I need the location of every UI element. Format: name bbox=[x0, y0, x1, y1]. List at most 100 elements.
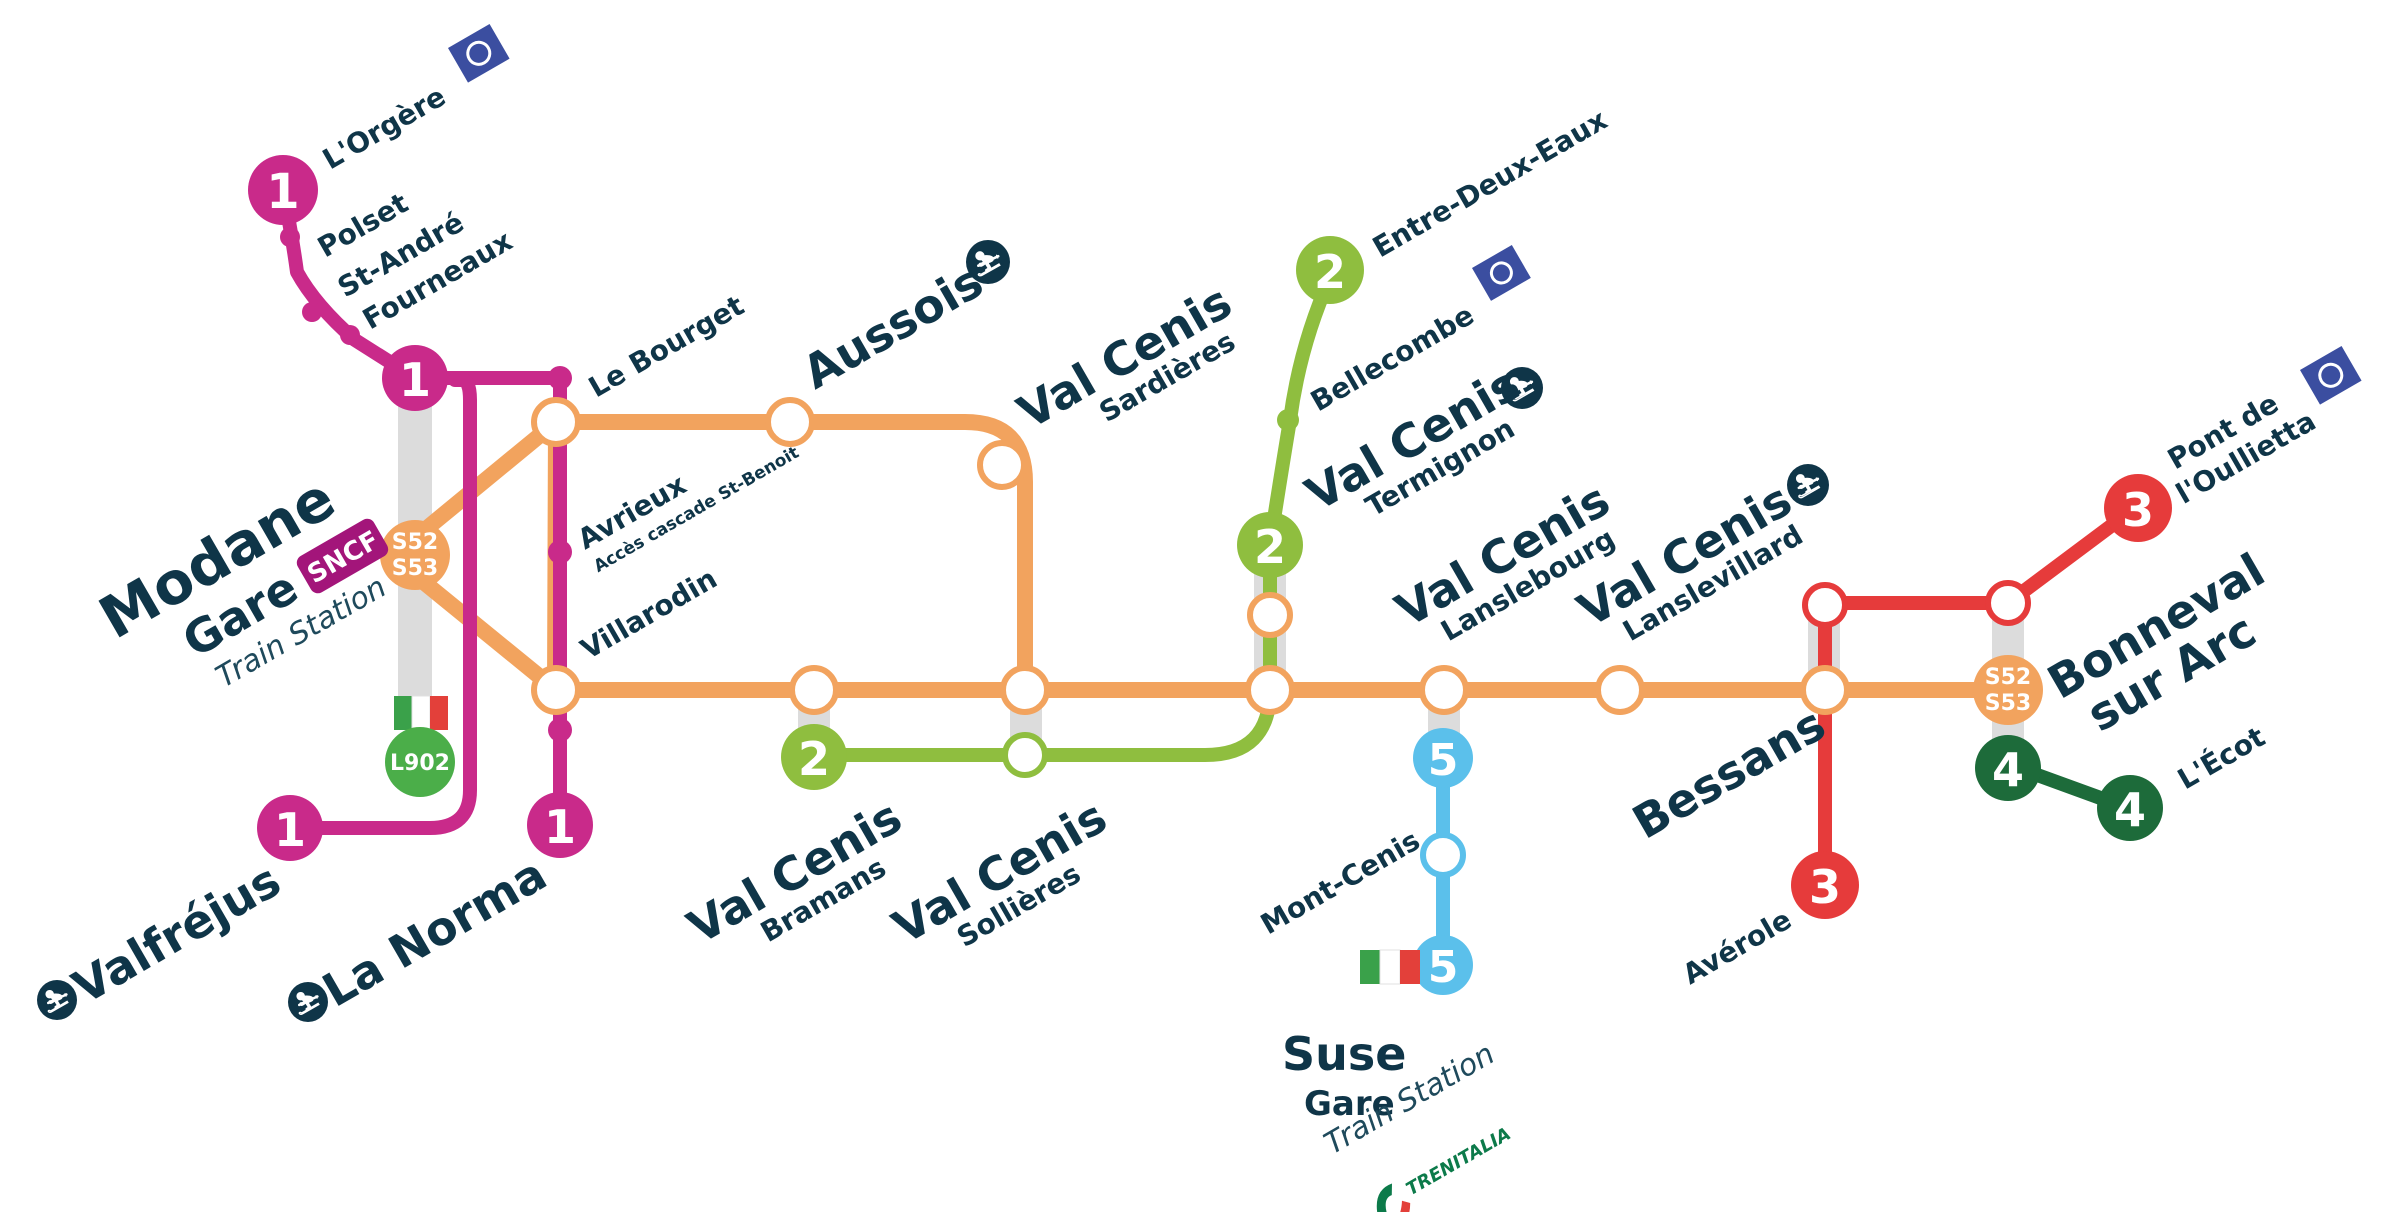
stop-le-bourget-dot[interactable] bbox=[548, 366, 572, 390]
italy-flag-icon bbox=[394, 695, 448, 731]
station-bramans-bus[interactable] bbox=[789, 665, 839, 715]
ski-lift-icon: ⛷ bbox=[288, 982, 328, 1022]
line-1-terminal-modane[interactable]: 1 bbox=[382, 345, 448, 411]
svg-text:Avérole: Avérole bbox=[1677, 903, 1797, 991]
station-sollieres-bus[interactable] bbox=[1000, 665, 1050, 715]
bus-badge-modane[interactable]: S52 S53 bbox=[380, 520, 450, 590]
svg-text:1: 1 bbox=[399, 353, 431, 407]
label-bonneval-sur-arc: Bonneval sur Arc bbox=[2039, 543, 2274, 742]
label-lecot: L'Écot bbox=[2172, 719, 2271, 796]
svg-text:Entre-Deux-Eaux: Entre-Deux-Eaux bbox=[1367, 103, 1613, 264]
label-averole: Avérole bbox=[1677, 903, 1797, 991]
stop-bellecombe-dot[interactable] bbox=[1277, 409, 1299, 431]
station-termignon-upper[interactable] bbox=[1247, 592, 1293, 638]
station-bessans-bus[interactable] bbox=[1800, 665, 1850, 715]
svg-text:1: 1 bbox=[274, 803, 306, 857]
station-villarodin-bus[interactable] bbox=[531, 665, 581, 715]
svg-text:2: 2 bbox=[798, 732, 830, 786]
bus-code-b: S53 bbox=[1985, 691, 2031, 716]
label-pont-de-loullietta: Pont de l'Oullietta bbox=[2162, 387, 2321, 511]
line-3-terminal-averole[interactable]: 3 bbox=[1791, 851, 1859, 919]
station-termignon-bus[interactable] bbox=[1245, 665, 1295, 715]
svg-text:⛷: ⛷ bbox=[294, 991, 322, 1017]
line-3-terminal-pont-de-loullietta[interactable]: 3 bbox=[2104, 474, 2172, 542]
interchange-shadows bbox=[398, 385, 2024, 760]
svg-text:⛷: ⛷ bbox=[1793, 473, 1822, 500]
label-la-norma: La Norma bbox=[314, 847, 556, 1018]
svg-text:⛷: ⛷ bbox=[1507, 376, 1536, 403]
stop-fourneaux-dot[interactable] bbox=[340, 325, 360, 345]
station-lanslevillard[interactable] bbox=[1595, 665, 1645, 715]
trenitalia-logo: TRENITALIA bbox=[1376, 1123, 1515, 1212]
svg-text:4: 4 bbox=[2114, 783, 2146, 837]
svg-text:5: 5 bbox=[1428, 942, 1459, 993]
line-1-terminal-lorgere[interactable]: 1 bbox=[248, 155, 318, 225]
ski-lift-icon: ⛷ bbox=[966, 240, 1010, 284]
national-park-icon bbox=[2300, 346, 2362, 405]
station-lanslebourg[interactable] bbox=[1419, 665, 1469, 715]
modane-station-block: Modane Gare SNCF Train Station bbox=[88, 464, 392, 695]
line-1-terminal-valfrejus[interactable]: 1 bbox=[257, 795, 323, 861]
stop-st-andre-dot[interactable] bbox=[302, 302, 322, 322]
line-5-terminal-suse[interactable]: 5 bbox=[1413, 935, 1473, 995]
label-val-cenis-sollieres: Val Cenis Sollières bbox=[884, 789, 1116, 954]
svg-text:Bessans: Bessans bbox=[1624, 697, 1835, 850]
line-2-terminal-entre-deux-eaux[interactable]: 2 bbox=[1296, 236, 1364, 304]
bus-badge-l902[interactable]: L902 bbox=[385, 727, 455, 797]
svg-text:TRENITALIA: TRENITALIA bbox=[1403, 1123, 1515, 1200]
line-4-terminal-bonneval[interactable]: 4 bbox=[1975, 735, 2041, 801]
label-val-cenis-sardieres: Val Cenis Sardières bbox=[1009, 274, 1241, 439]
italy-flag-icon bbox=[1360, 949, 1420, 985]
bus-code-a: S52 bbox=[392, 530, 438, 555]
label-valfrejus: Valfréjus bbox=[64, 853, 290, 1015]
svg-text:4: 4 bbox=[1992, 743, 2024, 797]
national-park-icon bbox=[448, 24, 510, 83]
line-5-terminal-lanslebourg[interactable]: 5 bbox=[1413, 728, 1473, 788]
stop-avrieux-dot[interactable] bbox=[548, 540, 572, 564]
suse-gare: Gare bbox=[1304, 1084, 1395, 1124]
station-le-bourget-bus[interactable] bbox=[531, 397, 581, 447]
station-sardieres[interactable] bbox=[977, 440, 1027, 490]
bus-code-l902: L902 bbox=[390, 751, 450, 776]
station-aussois[interactable] bbox=[765, 397, 815, 447]
ski-lift-icon: ⛷ bbox=[1787, 464, 1829, 506]
suse-title: Suse bbox=[1282, 1027, 1406, 1081]
suse-station-block: Suse Gare Train Station TRENITALIA bbox=[1282, 1027, 1515, 1212]
svg-text:Villarodin: Villarodin bbox=[575, 562, 723, 666]
label-bessans: Bessans bbox=[1624, 697, 1835, 850]
label-entre-deux-eaux: Entre-Deux-Eaux bbox=[1367, 103, 1613, 264]
label-mont-cenis: Mont-Cenis bbox=[1255, 824, 1425, 941]
station-bonneval-line3[interactable] bbox=[1985, 580, 2031, 626]
svg-text:L'Orgère: L'Orgère bbox=[317, 80, 451, 177]
line-2-terminal-termignon[interactable]: 2 bbox=[1237, 512, 1303, 578]
line-2-terminal-bramans[interactable]: 2 bbox=[781, 724, 847, 790]
line-4-terminal-lecot[interactable]: 4 bbox=[2097, 775, 2163, 841]
label-avrieux: Avrieux Accès cascade St-Benoit bbox=[572, 443, 803, 577]
bus-badge-bonneval[interactable]: S52 S53 bbox=[1973, 655, 2043, 725]
bus-code-b: S53 bbox=[392, 556, 438, 581]
svg-text:5: 5 bbox=[1428, 735, 1459, 786]
svg-text:1: 1 bbox=[544, 800, 576, 854]
svg-text:1: 1 bbox=[266, 164, 299, 220]
label-lorgere: L'Orgère bbox=[317, 80, 451, 177]
stop-villarodin-dot[interactable] bbox=[548, 718, 572, 742]
station-mont-cenis[interactable] bbox=[1420, 832, 1466, 878]
station-sollieres-line2[interactable] bbox=[1002, 732, 1048, 778]
line-1-minor-stops bbox=[280, 227, 572, 742]
label-le-bourget: Le Bourget bbox=[583, 289, 750, 404]
stop-polset-dot[interactable] bbox=[280, 227, 300, 247]
svg-text:2: 2 bbox=[1314, 245, 1346, 299]
bus-code-a: S52 bbox=[1985, 665, 2031, 690]
line-2 bbox=[808, 271, 1337, 762]
national-park-icon bbox=[1472, 244, 1531, 301]
ski-lift-icon: ⛷ bbox=[1501, 367, 1543, 409]
svg-text:⛷: ⛷ bbox=[973, 250, 1003, 278]
svg-text:⛷: ⛷ bbox=[43, 989, 71, 1015]
svg-text:L'Écot: L'Écot bbox=[2172, 719, 2271, 796]
label-val-cenis-bramans: Val Cenis Bramans bbox=[679, 789, 911, 954]
svg-text:Aussois: Aussois bbox=[794, 254, 992, 400]
line-1-terminal-la-norma[interactable]: 1 bbox=[527, 792, 593, 858]
station-bessans-line3[interactable] bbox=[1802, 582, 1848, 628]
line-3 bbox=[1818, 501, 2142, 892]
ski-lift-icon: ⛷ bbox=[37, 980, 77, 1020]
